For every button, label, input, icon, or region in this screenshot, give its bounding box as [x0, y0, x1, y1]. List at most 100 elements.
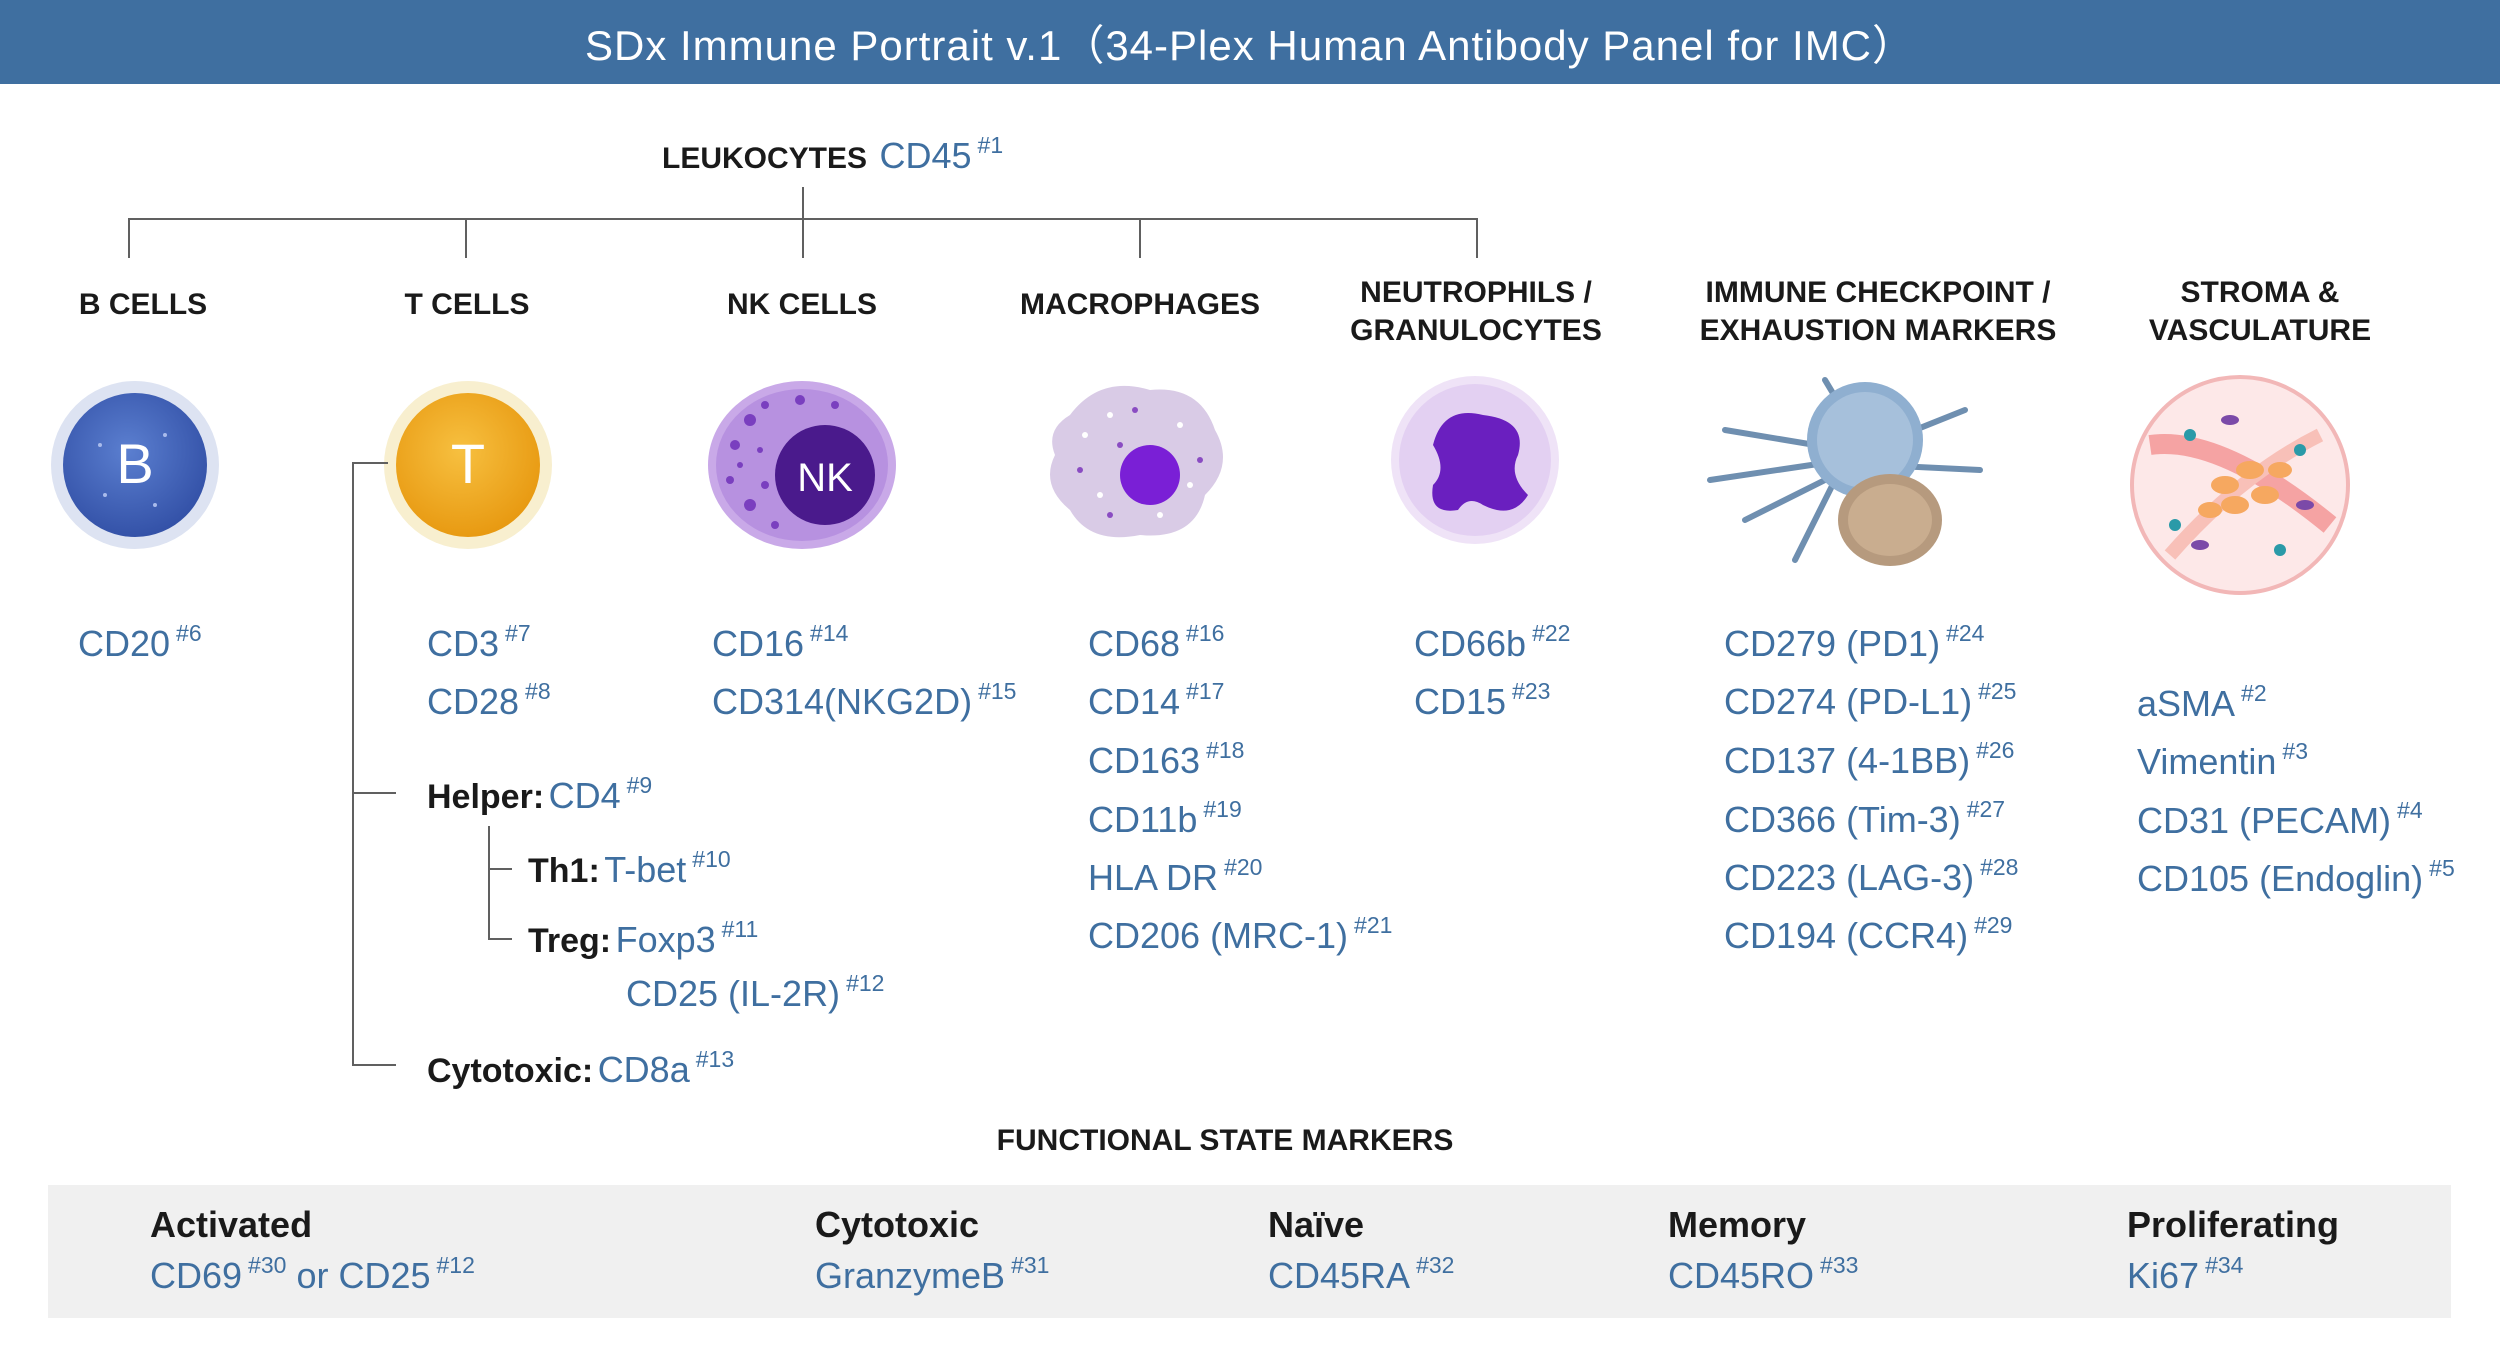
t-cells-marker-cd3: CD3#7 [427, 620, 531, 665]
marker-name: CD3 [427, 623, 500, 664]
marker-ref: #18 [1206, 737, 1245, 763]
marker-name: CD16 [712, 623, 805, 664]
heading-stroma-line2: VASCULATURE [2148, 314, 2372, 347]
t-helper-row: Helper: CD4#9 [427, 772, 652, 817]
fs-cytotoxic-value: GranzymeB#31 [815, 1252, 1049, 1297]
fs-activated-title: Activated [150, 1204, 313, 1245]
neutrophil-icon [1391, 376, 1559, 544]
nk-cell-icon: NK [708, 381, 896, 549]
fs-cytotoxic-title: Cytotoxic [815, 1204, 980, 1245]
nk-marker-cd314: CD314(NKG2D)#15 [712, 678, 1016, 723]
heading-stroma: STROMA & VASCULATURE [2110, 274, 2410, 350]
treg-label: Treg: [528, 922, 612, 960]
helper-subtree-treg-tick [488, 938, 512, 940]
marker-name: CD194 (CCR4) [1724, 915, 1969, 956]
marker-ref: #25 [1978, 678, 2017, 704]
tree-stem [802, 187, 804, 219]
marker-ref: #7 [505, 620, 531, 646]
tree-drop-b [128, 218, 130, 258]
fs-memory-value: CD45RO#33 [1668, 1252, 1858, 1297]
t-treg-row: Treg: Foxp3#11 [528, 916, 758, 961]
marker-ref: #6 [176, 620, 202, 646]
th1-label: Th1: [528, 852, 600, 890]
stroma-marker-1: Vimentin#3 [2137, 738, 2308, 783]
t-cells-marker-cd28: CD28#8 [427, 678, 551, 723]
heading-t-cells: T CELLS [404, 288, 530, 321]
t-subtree-top-tick [352, 462, 388, 464]
marker-name: CD15 [1414, 681, 1507, 722]
fs-cytotoxic: Cytotoxic GranzymeB#31 [815, 1204, 1049, 1297]
marker-name: CD28 [427, 681, 520, 722]
chk-marker-4: CD223 (LAG-3)#28 [1724, 854, 2018, 899]
tree-drop-neu [1476, 218, 1478, 258]
marker-name: CD223 (LAG-3) [1724, 857, 1975, 898]
marker-ref: #27 [1966, 796, 2006, 822]
treg-marker2: CD25 (IL-2R) [626, 973, 841, 1014]
helper-label: Helper: [427, 778, 545, 816]
mac-marker-1: CD14#17 [1088, 678, 1224, 723]
marker-ref: #4 [2397, 797, 2423, 823]
stroma-marker-3: CD105 (Endoglin)#5 [2137, 855, 2455, 900]
th1-marker: T-bet [604, 849, 687, 890]
stroma-marker-0: aSMA#2 [2137, 680, 2267, 725]
t-subtree-helper-tick [352, 792, 396, 794]
functional-heading: FUNCTIONAL STATE MARKERS [996, 1124, 1454, 1157]
marker-name: CD163 [1088, 740, 1201, 781]
title-banner: SDx Immune Portrait v.1（34-Plex Human An… [0, 0, 2500, 84]
marker-name: CD68 [1088, 623, 1181, 664]
fs-activated-ref: #30 [248, 1252, 287, 1278]
marker-name: CD66b [1414, 623, 1527, 664]
root-label: LEUKOCYTES CD45#1 [662, 132, 1003, 177]
helper-subtree-trunk [488, 826, 490, 940]
fs-naive-marker: CD45RA [1268, 1255, 1411, 1296]
tree-drop-mac [1139, 218, 1141, 258]
marker-ref: #3 [2282, 738, 2309, 764]
fs-activated-value: CD69#30 or CD25#12 [150, 1252, 475, 1297]
stroma-vasculature-icon [2130, 375, 2350, 595]
fs-memory-ref: #33 [1820, 1252, 1859, 1278]
marker-name: CD279 (PD1) [1724, 623, 1941, 664]
marker-ref: #14 [810, 620, 849, 646]
b-cell-letter: B [116, 432, 153, 495]
t-cytotoxic-row: Cytotoxic: CD8a#13 [427, 1046, 734, 1091]
marker-ref: #24 [1946, 620, 1985, 646]
fs-naive-value: CD45RA#32 [1268, 1252, 1454, 1297]
marker-ref: #5 [2429, 855, 2455, 881]
marker-name: CD274 (PD-L1) [1724, 681, 1973, 722]
marker-ref: #28 [1980, 854, 2019, 880]
chk-marker-0: CD279 (PD1)#24 [1724, 620, 1984, 665]
marker-name: CD11b [1088, 799, 1198, 840]
marker-name: CD20 [78, 623, 171, 664]
heading-checkpoint-line2: EXHAUSTION MARKERS [1699, 314, 2057, 347]
fs-naive-ref: #32 [1416, 1252, 1455, 1278]
heading-nk-cells: NK CELLS [727, 288, 877, 321]
t-subtree-cytotoxic-tick [352, 1064, 396, 1066]
t-subtree-trunk [352, 462, 354, 1066]
mac-marker-2: CD163#18 [1088, 737, 1244, 782]
helper-marker: CD4 [548, 775, 621, 816]
cytotoxic-label: Cytotoxic: [427, 1052, 594, 1090]
nk-cell-letter: NK [797, 456, 853, 500]
fs-activated: Activated CD69#30 or CD25#12 [150, 1204, 475, 1297]
th1-ref: #10 [692, 846, 731, 872]
marker-name: CD105 (Endoglin) [2137, 858, 2424, 899]
fs-proliferating-value: Ki67#34 [2127, 1252, 2339, 1297]
treg-marker: Foxp3 [615, 919, 716, 960]
fs-proliferating: Proliferating Ki67#34 [2127, 1204, 2339, 1297]
marker-name: CD137 (4-1BB) [1724, 740, 1971, 781]
marker-name: CD31 (PECAM) [2137, 800, 2392, 841]
treg-ref2: #12 [846, 970, 885, 996]
fs-memory-marker: CD45RO [1668, 1255, 1815, 1296]
heading-neutrophils-line2: GRANULOCYTES [1350, 314, 1602, 347]
b-cells-marker-cd20: CD20#6 [78, 620, 202, 665]
marker-name: CD206 (MRC-1) [1088, 915, 1349, 956]
marker-ref: #2 [2241, 680, 2267, 706]
t-cell-letter: T [451, 432, 485, 495]
heading-checkpoint-line1: IMMUNE CHECKPOINT / [1705, 276, 2051, 309]
marker-ref: #17 [1186, 678, 1225, 704]
cytotoxic-ref: #13 [695, 1046, 735, 1072]
root-label-text: LEUKOCYTES [662, 142, 868, 175]
heading-checkpoint: IMMUNE CHECKPOINT / EXHAUSTION MARKERS [1678, 274, 2078, 350]
fs-activated-marker: CD69 [150, 1255, 243, 1296]
marker-ref: #19 [1203, 796, 1242, 822]
